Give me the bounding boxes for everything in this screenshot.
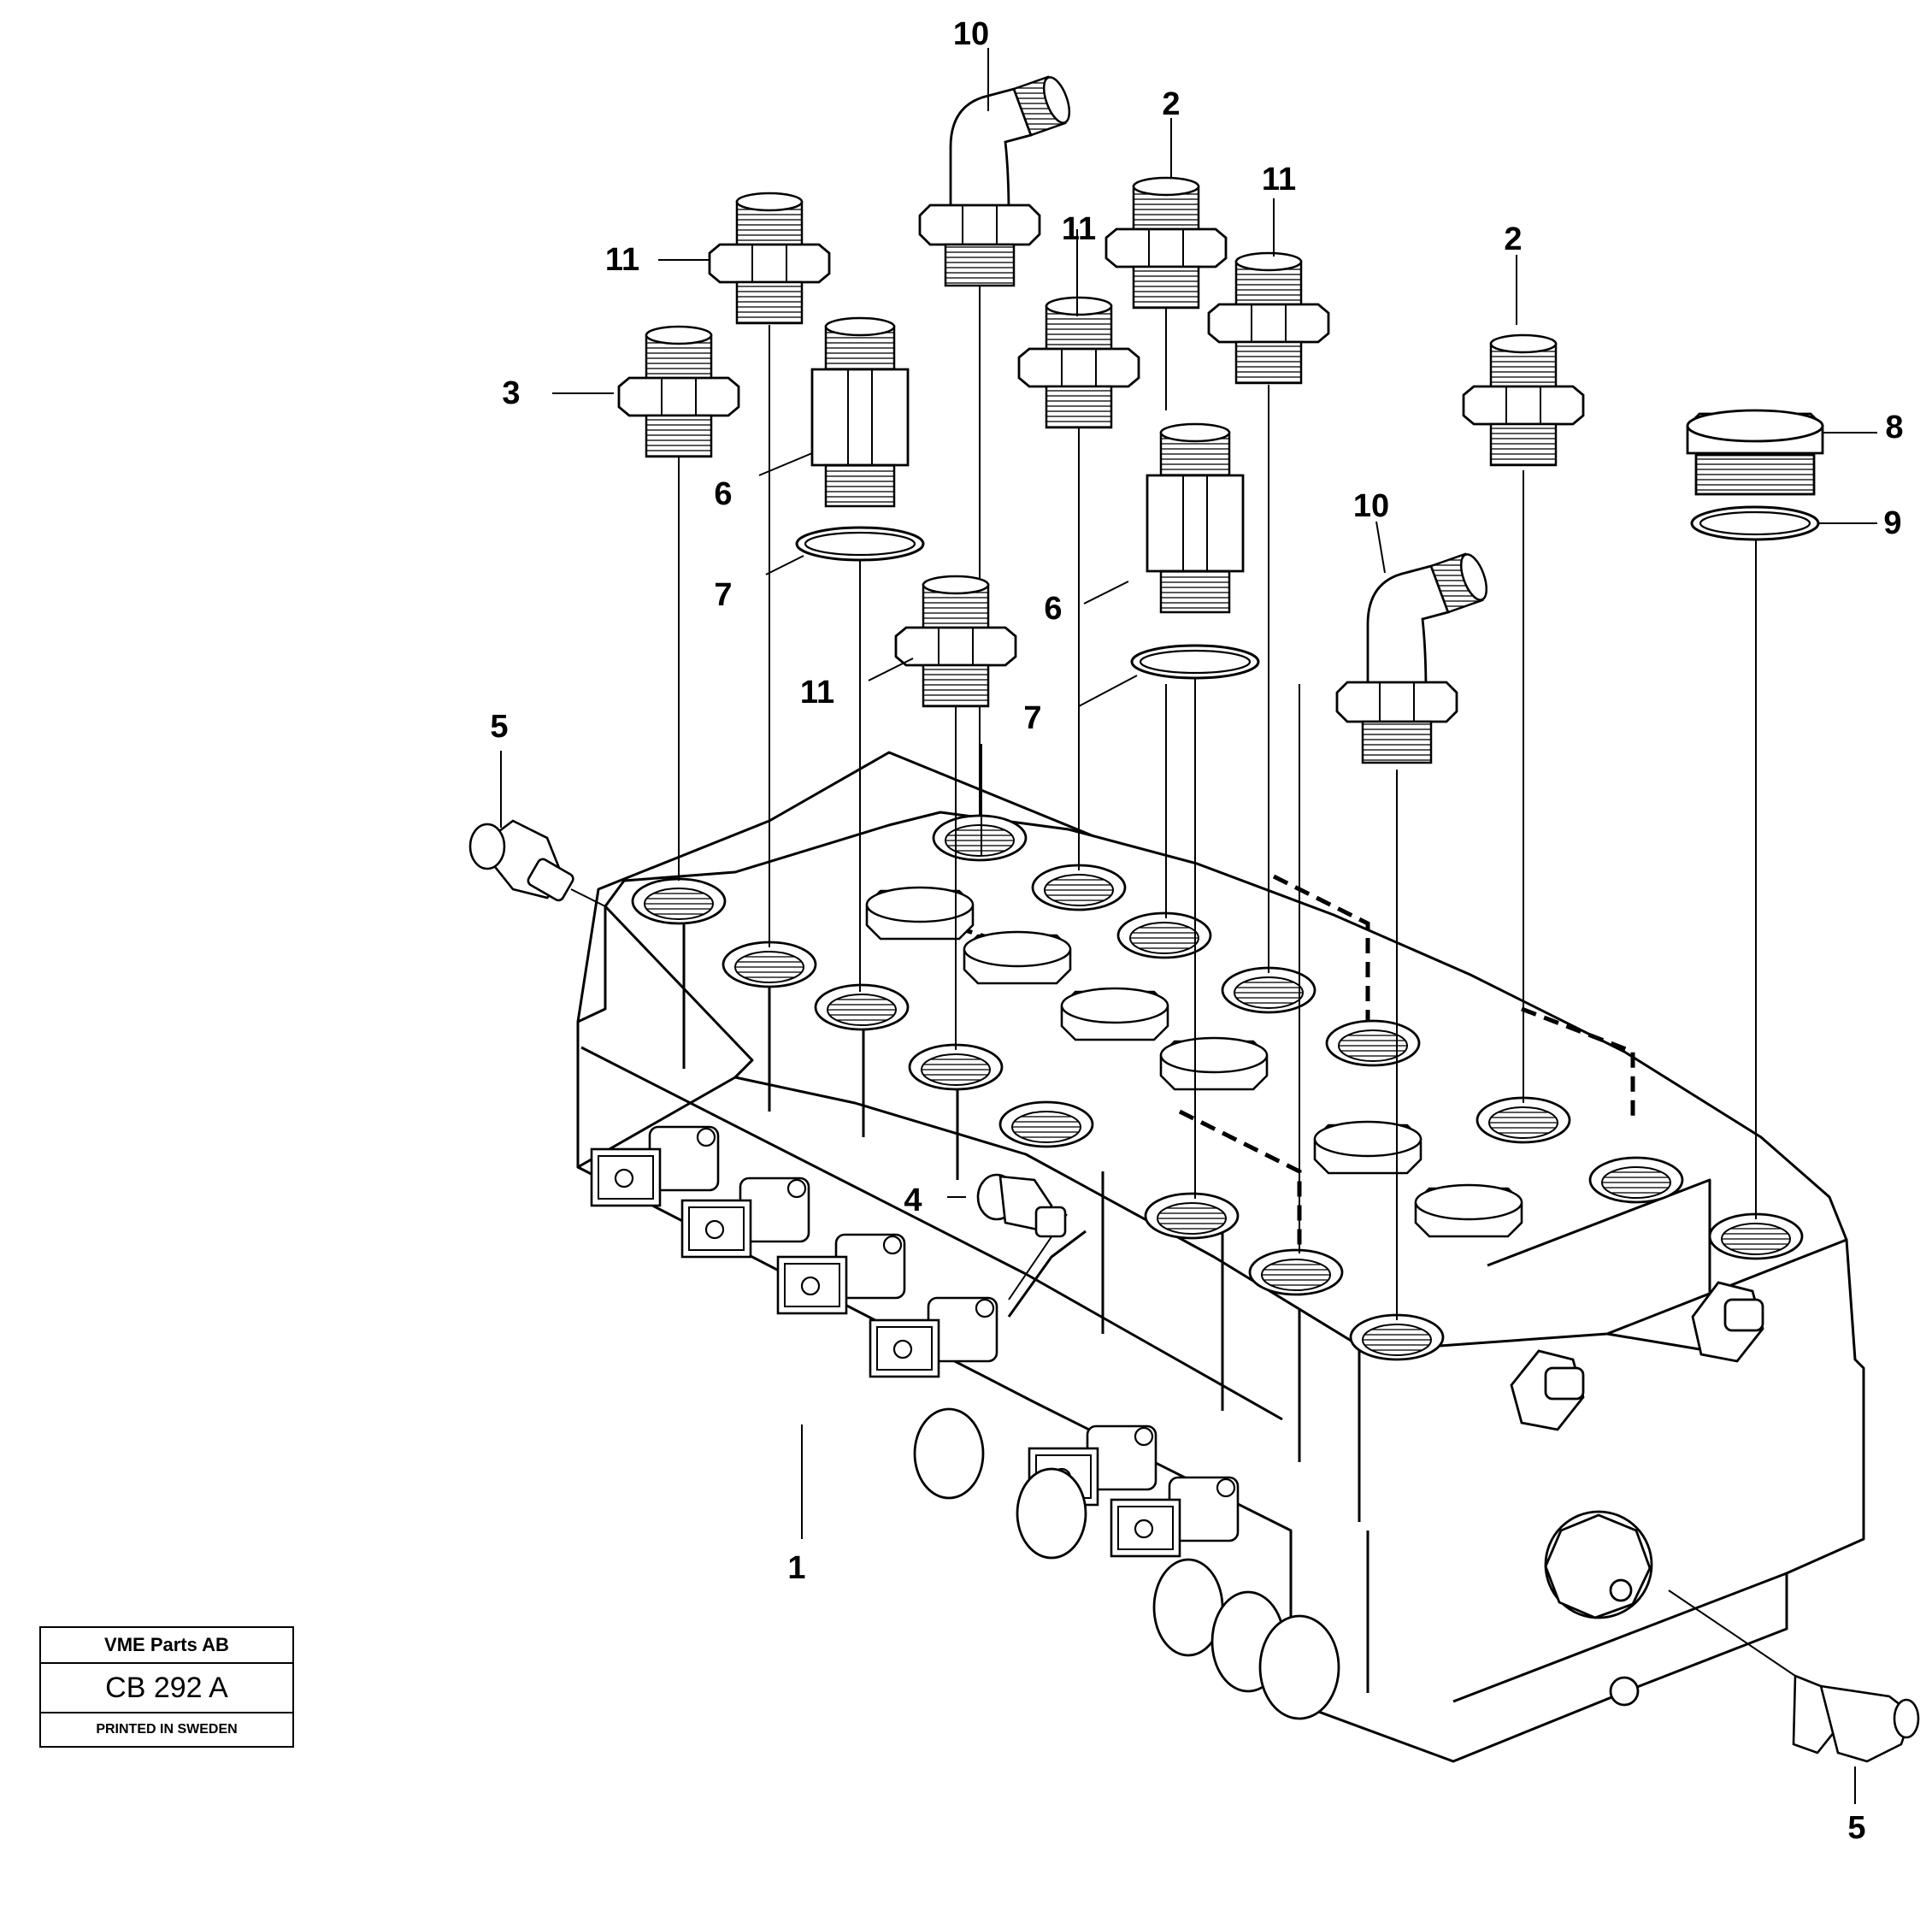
callout-7-left: 7 xyxy=(714,577,732,613)
callout-10-right: 10 xyxy=(1353,488,1389,524)
callout-11-lower: 11 xyxy=(800,675,834,711)
callout-2-top: 2 xyxy=(1162,86,1180,122)
fitting-10-b xyxy=(1335,550,1493,764)
callout-8: 8 xyxy=(1885,410,1903,445)
fitting-4 xyxy=(976,1173,1067,1238)
fitting-6-b xyxy=(1146,422,1245,614)
callout-11-upper-left: 11 xyxy=(605,242,639,278)
stamp-code: CB 292 A xyxy=(41,1664,292,1713)
callout-lines xyxy=(500,48,1877,1804)
stamp-company: VME Parts AB xyxy=(41,1628,292,1664)
washer-7-b xyxy=(1130,644,1260,680)
washer-7-a xyxy=(795,526,925,562)
fitting-5-b xyxy=(1792,1674,1920,1763)
fitting-3 xyxy=(617,325,740,458)
callout-4: 4 xyxy=(904,1183,922,1218)
end-bolts xyxy=(1510,1281,1764,1707)
fitting-6-a xyxy=(810,316,910,508)
leader-lines xyxy=(570,272,1796,1677)
washer-9 xyxy=(1690,505,1820,541)
fitting-11-c xyxy=(1017,296,1140,429)
callout-1: 1 xyxy=(787,1550,805,1586)
end-caps xyxy=(913,1407,1340,1720)
callout-11-mid: 11 xyxy=(1062,211,1096,247)
callout-6-right: 6 xyxy=(1044,591,1062,627)
callout-9: 9 xyxy=(1883,505,1901,541)
callout-11-right: 11 xyxy=(1262,162,1296,198)
callout-2-right: 2 xyxy=(1504,221,1522,257)
fitting-10-a xyxy=(918,73,1076,287)
plug-8 xyxy=(1686,409,1824,496)
stamp-printed: PRINTED IN SWEDEN xyxy=(96,1722,238,1737)
publisher-stamp: VME Parts AB CB 292 A PRINTED IN SWEDEN xyxy=(39,1626,294,1748)
callout-3: 3 xyxy=(502,375,520,411)
callout-5-right: 5 xyxy=(1847,1810,1865,1846)
callout-10-top: 10 xyxy=(953,16,989,52)
fitting-11-b xyxy=(894,575,1017,708)
fitting-2-a xyxy=(1104,176,1228,310)
callout-5-left: 5 xyxy=(490,709,508,745)
fitting-2-b xyxy=(1462,333,1585,467)
fitting-5-a xyxy=(468,819,574,902)
callout-7-right: 7 xyxy=(1023,700,1041,736)
fitting-11-a xyxy=(708,192,831,325)
callout-6-left: 6 xyxy=(714,476,732,512)
callout-labels: 10 11 3 6 7 11 2 11 11 6 7 10 2 8 9 5 4 … xyxy=(490,16,1903,1846)
fitting-11-d xyxy=(1207,251,1330,385)
